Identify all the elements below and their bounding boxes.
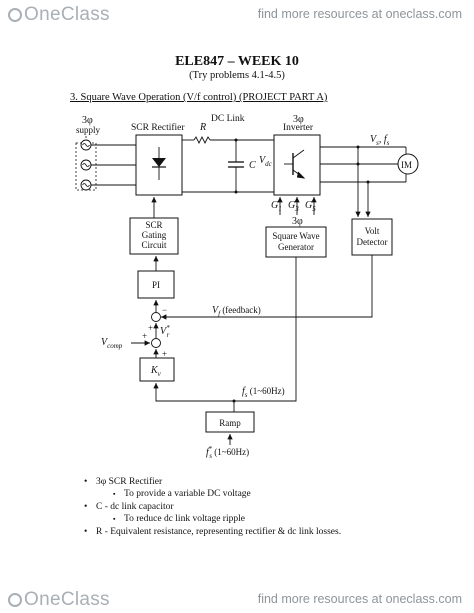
gate-g3-label: G3	[288, 200, 299, 213]
logo-text: OneClass	[24, 589, 110, 610]
transistor-icon	[284, 149, 306, 179]
ac-source-icon	[80, 179, 92, 191]
note-subitem: To provide a variable DC voltage	[84, 488, 341, 501]
induction-motor-icon: IM	[397, 153, 419, 175]
inverter-output-lines	[320, 146, 407, 183]
scr-gating-label-line3: Circuit	[142, 240, 167, 250]
section-heading: 3. Square Wave Operation (V/f control) (…	[70, 92, 328, 103]
note-item: 3φ SCR Rectifier	[84, 476, 341, 489]
resistor-label: R	[199, 122, 206, 133]
logo-ring-icon	[8, 8, 22, 22]
square-wave-generator-block	[265, 226, 327, 258]
note-subitem: To reduce dc link voltage ripple	[84, 513, 341, 526]
note-item: C - dc link capacitor	[84, 501, 341, 514]
gate-g5-label: G5	[305, 200, 316, 213]
ac-source-icon	[80, 159, 92, 171]
feedback-minus-sign: −	[162, 305, 167, 315]
scr-gating-label-line2: Gating	[142, 230, 167, 240]
fs-reference-label: f*s (1~60Hz)	[206, 445, 249, 460]
scr-gating-circuit-block	[129, 217, 179, 255]
footer-tagline-link[interactable]: find more resources at oneclass.com	[257, 592, 462, 606]
ramp-label: Ramp	[219, 418, 241, 428]
kv-plus-sign: +	[162, 349, 167, 359]
note-item: R - Equivalent resistance, representing …	[84, 526, 341, 539]
oneclass-logo[interactable]: OneClass	[8, 4, 110, 26]
motor-label: IM	[401, 160, 412, 170]
vdc-label: Vdc	[259, 155, 273, 168]
output-voltage-freq-label: Vs, fs	[370, 134, 390, 147]
pi-label: PI	[152, 280, 160, 290]
volt-detector-label-line1: Volt	[365, 226, 380, 236]
vcomp-label: Vcomp	[101, 337, 123, 350]
square-wave-label-line1: Square Wave	[272, 231, 319, 241]
notes-list: 3φ SCR Rectifier To provide a variable D…	[84, 476, 341, 538]
inverter-block	[273, 134, 321, 196]
fs-label: fs (1~60Hz)	[242, 386, 285, 399]
ramp-block	[205, 411, 255, 433]
square-wave-phase-label: 3φ	[292, 216, 303, 227]
page-header: OneClass find more resources at oneclass…	[0, 0, 474, 28]
logo-text: OneClass	[24, 4, 110, 25]
vcomp-plus-sign: +	[142, 331, 147, 341]
capacitor-label: C	[249, 160, 256, 171]
oneclass-logo[interactable]: OneClass	[8, 589, 110, 611]
page-footer: OneClass find more resources at oneclass…	[0, 585, 474, 613]
supply-feed-lines	[91, 144, 136, 186]
summing-junction-lower	[151, 338, 161, 348]
inverter-phase-label: 3φ	[293, 114, 304, 125]
kv-label: Kv	[150, 365, 162, 378]
square-wave-label-line2: Generator	[278, 242, 314, 252]
thyristor-icon	[152, 147, 166, 180]
supply-phase-label: 3φ	[82, 115, 93, 126]
kv-gain-block	[139, 357, 175, 382]
header-tagline-link[interactable]: find more resources at oneclass.com	[257, 7, 462, 21]
feedback-label: Vf (feedback)	[212, 305, 261, 318]
pi-controller-block	[137, 270, 175, 299]
inverter-label: Inverter	[283, 123, 314, 133]
vr-reference-label: V*r	[160, 324, 170, 339]
dc-link-label: DC Link	[211, 114, 245, 124]
logo-ring-icon	[8, 593, 22, 607]
resistor-icon	[193, 135, 211, 145]
volt-detector-block	[351, 218, 393, 256]
summing-junction-upper	[151, 312, 161, 322]
document-title: ELE847 – WEEK 10	[175, 54, 299, 69]
vr-plus-sign: +	[148, 323, 153, 333]
supply-label: supply	[76, 125, 101, 135]
capacitor-icon	[228, 140, 244, 192]
rectifier-label: SCR Rectifier	[131, 122, 185, 133]
document-subtitle: (Try problems 4.1-4.5)	[189, 70, 285, 81]
scr-gating-label-line1: SCR	[145, 220, 162, 230]
volt-detector-label-line2: Detector	[357, 237, 388, 247]
ac-source-icon	[80, 139, 92, 151]
